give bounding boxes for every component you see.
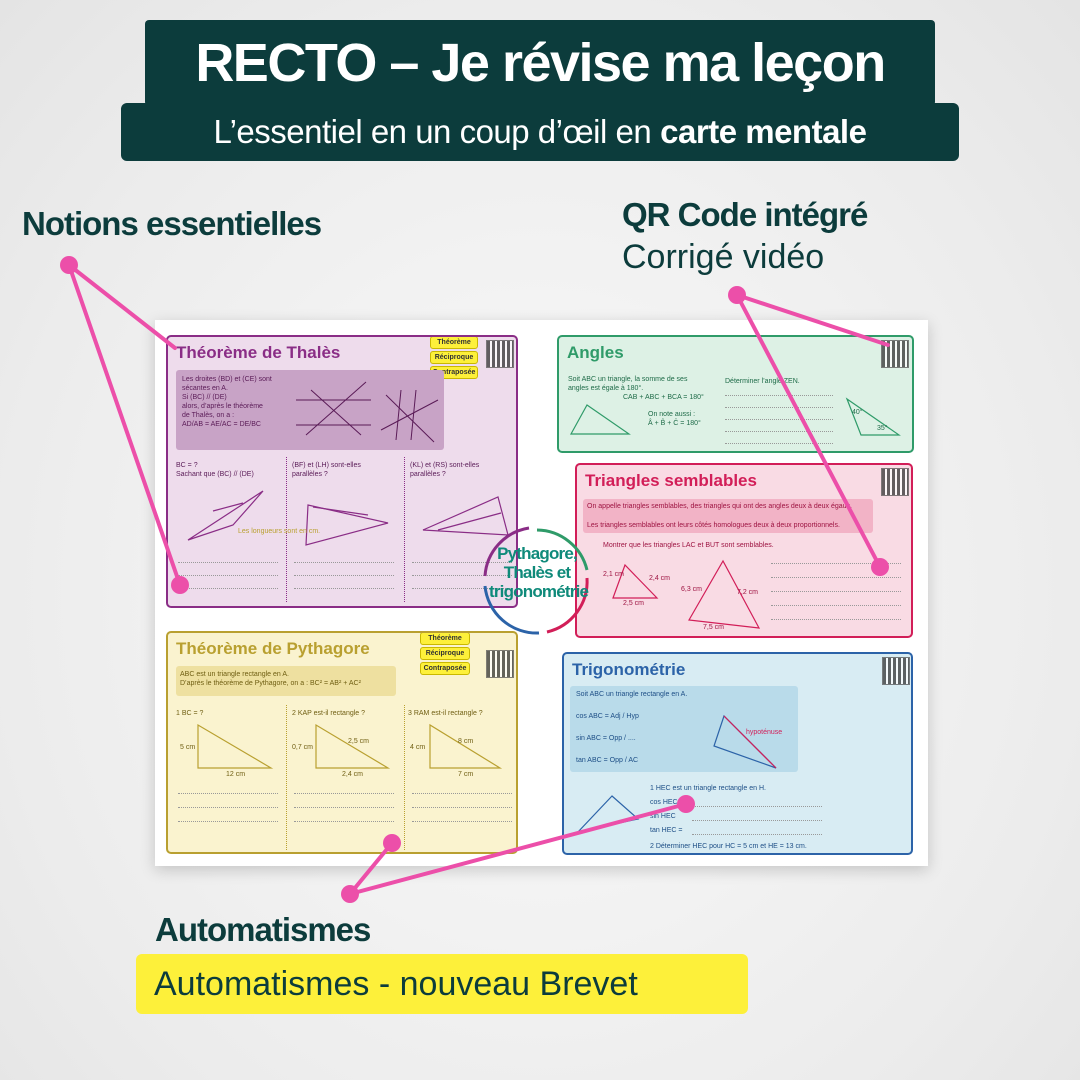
len-label: 6,3 cm — [681, 586, 703, 593]
pythagore-tag-theoreme[interactable]: Théorème — [420, 633, 470, 645]
callout-pin — [171, 576, 189, 594]
qr-code-icon[interactable] — [881, 340, 909, 368]
len-label: 2,1 cm — [603, 571, 625, 578]
thales-rule-box: Les droites (BD) et (CE) sont sécantes e… — [176, 370, 444, 450]
thales-ex3-line: parallèles ? — [410, 471, 446, 478]
callout-notions: Notions essentielles — [22, 205, 322, 242]
angle-label-2: 35° — [877, 425, 888, 432]
qr-code-icon[interactable] — [486, 650, 514, 678]
len-label: 12 cm — [226, 771, 246, 778]
pythagore-ex2: 2 KAP est-il rectangle ? — [292, 710, 366, 717]
thales-ex2-line: (BF) et (LH) sont-elles — [292, 462, 361, 469]
thales-rule-line: Les droites (BD) et (CE) sont — [182, 376, 272, 383]
len-label: 2,5 cm — [623, 600, 645, 607]
len-label: 5 cm — [180, 744, 196, 751]
angles-task: Déterminer l’angle ZEN. — [725, 378, 800, 385]
panel-pythagore: Théorème de Pythagore Théorème Réciproqu… — [166, 631, 518, 854]
trigo-hypotenuse-label: hypoténuse — [746, 729, 783, 736]
qr-code-icon[interactable] — [486, 340, 514, 368]
callout-pin — [341, 885, 359, 903]
callout-pin — [383, 834, 401, 852]
trigo-formula: tan ABC = Opp / AC — [576, 757, 639, 764]
thales-rule-line: alors, d’après le théorème — [182, 403, 263, 410]
panel-angles: Angles Soit ABC un triangle, la somme de… — [557, 335, 914, 453]
automatismes-tag: Automatismes - nouveau Brevet — [136, 954, 748, 1014]
pythagore-rule-line: ABC est un triangle rectangle en A. — [180, 671, 289, 678]
center-cycle-arrows — [483, 526, 589, 635]
len-label: 7,2 cm — [737, 589, 759, 596]
qr-code-icon[interactable] — [882, 657, 910, 685]
trigo-line: tan HEC = — [650, 827, 683, 834]
callout-automatismes: Automatismes — [155, 911, 371, 948]
thales-exercise-figures — [187, 490, 509, 546]
thales-tag-reciproque[interactable]: Réciproque — [430, 351, 478, 364]
angles-text-line: On note aussi : — [648, 411, 696, 418]
trigo-formula: cos ABC = Adj / Hyp — [576, 713, 639, 720]
len-label: 0,7 cm — [292, 744, 314, 751]
len-label: 7 cm — [458, 771, 474, 778]
trigo-ex1: 1 HEC est un triangle rectangle en H. — [650, 785, 766, 792]
angles-title: Angles — [567, 343, 624, 362]
angle-label-1: 40° — [852, 409, 863, 416]
thales-rule-line: Si (BC) // (DE) — [182, 394, 227, 401]
angles-text-line: Soit ABC un triangle, la somme de ses — [568, 376, 688, 383]
mind-map-sheet: Théorème de Thalès Théorème Réciproque C… — [155, 320, 928, 866]
pythagore-title: Théorème de Pythagore — [176, 639, 370, 658]
callout-pin — [871, 558, 889, 576]
thales-ex3-line: (KL) et (RS) sont-elles — [410, 462, 480, 469]
qr-code-icon[interactable] — [881, 468, 909, 496]
page-subtitle: L’essentiel en un coup d’œil en carte me… — [121, 103, 959, 161]
trigo-line: sin HEC — [650, 813, 676, 820]
trigo-intro: Soit ABC un triangle rectangle en A. — [576, 691, 688, 698]
angles-text-line: angles est égale à 180°. — [568, 385, 644, 392]
subtitle-bold: carte mentale — [660, 113, 867, 150]
thales-ex2-line: parallèles ? — [292, 471, 328, 478]
trigo-title: Trigonométrie — [572, 660, 686, 679]
pythagore-ex1: 1 BC = ? — [176, 710, 204, 717]
pythagore-tag-contraposee[interactable]: Contraposée — [420, 662, 470, 675]
thales-title: Théorème de Thalès — [176, 343, 341, 362]
trigo-line: cos HEC — [650, 799, 678, 806]
thales-rule-line: AD/AB = AE/AC = DE/BC — [182, 421, 261, 428]
pythagore-tag-reciproque[interactable]: Réciproque — [420, 647, 470, 660]
pythagore-ex3: 3 RAM est-il rectangle ? — [408, 710, 483, 717]
trigo-formula: sin ABC = Opp / .... — [576, 735, 636, 742]
angles-figures — [569, 397, 901, 436]
semblables-task: Montrer que les triangles LAC et BUT son… — [603, 542, 774, 549]
thales-figure — [296, 381, 439, 443]
len-label: 2,4 cm — [649, 575, 671, 582]
thales-rule-line: de Thalès, on a : — [182, 412, 235, 419]
thales-rule-line: sécantes en A. — [182, 385, 228, 392]
thales-tag-theoreme[interactable]: Théorème — [430, 337, 478, 349]
panel-triangles-semblables: Triangles semblables On appelle triangle… — [575, 463, 913, 638]
semblables-definition-1: On appelle triangles semblables, des tri… — [587, 503, 853, 510]
callout-qr-title: QR Code intégré — [622, 196, 868, 233]
angles-text-line: Â + B̂ + Ĉ = 180° — [648, 420, 701, 427]
callout-pin — [728, 286, 746, 304]
angles-text-line: CAB + ABC + BCA = 180° — [623, 394, 704, 401]
len-label: 2,4 cm — [342, 771, 364, 778]
pythagore-figures — [197, 723, 503, 769]
pythagore-rule-line: D’après le théorème de Pythagore, on a :… — [180, 680, 361, 687]
len-label: 8 cm — [458, 738, 474, 745]
len-label: 4 cm — [410, 744, 426, 751]
callout-pin — [60, 256, 78, 274]
panel-thales: Théorème de Thalès Théorème Réciproque C… — [166, 335, 518, 608]
thales-ex1-line: BC = ? — [176, 462, 198, 469]
page-title: RECTO – Je révise ma leçon — [145, 20, 935, 106]
center-title: Pythagore, Thalès et trigonométrie — [489, 544, 589, 601]
len-label: 2,5 cm — [348, 738, 370, 745]
semblables-definition-2: Les triangles semblables ont leurs côtés… — [587, 522, 840, 529]
thales-note: Les longueurs sont en cm. — [238, 528, 321, 535]
len-label: 7,5 cm — [703, 624, 725, 631]
thales-ex1-line: Sachant que (BC) // (DE) — [176, 471, 254, 478]
semblables-figures — [612, 559, 761, 629]
callout-pin — [677, 795, 695, 813]
subtitle-regular: L’essentiel en un coup d’œil en — [213, 113, 652, 150]
trigo-ex2: 2 Déterminer HEC pour HC = 5 cm et HE = … — [650, 843, 807, 850]
semblables-title: Triangles semblables — [585, 471, 757, 490]
callout-qr-subtitle: Corrigé vidéo — [622, 238, 825, 276]
